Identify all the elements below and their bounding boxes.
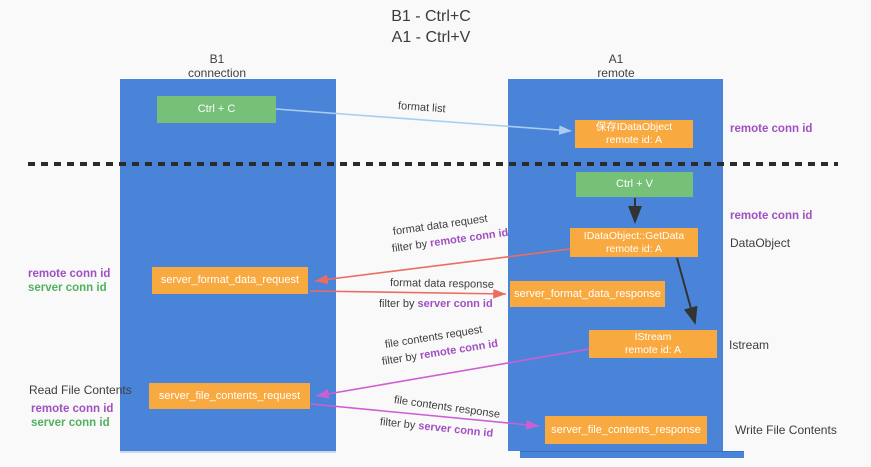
lane-a1-name: A1 [608, 52, 624, 66]
lane-b1-name: B1 [209, 52, 225, 66]
box-server-file-contents-request: server_file_contents_request [149, 383, 310, 409]
label-server-conn-id-left-1: server conn id [28, 282, 107, 294]
lane-header-a1-remote: A1 remote [536, 52, 696, 80]
box-istream: IStream remote id: A [589, 330, 717, 358]
lane-header-b1-connection: B1 connection [137, 52, 297, 80]
box-server-file-contents-request-label: server_file_contents_request [158, 389, 301, 402]
box-save-idataobject: 保存IDataObject remote id: A [575, 120, 693, 148]
label-remote-conn-id-right-mid: remote conn id [730, 210, 813, 222]
label-write-file-contents: Write File Contents [735, 423, 837, 437]
box-idataobject-getdata-line1: IDataObject::GetData [583, 229, 685, 242]
label-file-contents-response: file contents response [393, 394, 501, 421]
label-remote-conn-id-right-top: remote conn id [730, 123, 813, 135]
label-file-contents-response-filter-id: server conn id [417, 420, 494, 440]
label-file-contents-request-filter-prefix: filter by [381, 350, 421, 368]
lane-a1-type: remote [597, 66, 635, 80]
box-save-idataobject-line1: 保存IDataObject [595, 121, 673, 133]
lane-b1-type: connection [187, 66, 247, 80]
label-file-contents-response-filter-prefix: filter by [379, 416, 419, 432]
diagram-title: B1 - Ctrl+C A1 - Ctrl+V [331, 6, 531, 48]
label-format-data-response-filter-id: server conn id [417, 298, 493, 310]
box-server-format-data-response: server_format_data_response [510, 281, 665, 307]
box-idataobject-getdata-line2: remote id: A [605, 242, 663, 255]
label-server-conn-id-left-2: server conn id [31, 417, 110, 429]
label-istream: Istream [729, 338, 770, 352]
box-server-format-data-request-label: server_format_data_request [160, 274, 300, 286]
label-remote-conn-id-left-1: remote conn id [28, 268, 111, 280]
box-ctrl-v: Ctrl + V [576, 172, 693, 197]
diagram-title-line1: B1 - Ctrl+C [391, 8, 471, 25]
box-server-file-contents-response-label: server_file_contents_response [551, 423, 701, 436]
label-dataobject: DataObject [730, 236, 791, 250]
box-ctrl-v-label: Ctrl + V [616, 178, 653, 190]
label-format-data-response-filter-prefix: filter by [379, 298, 418, 310]
label-file-contents-response-filter: filter by server conn id [379, 416, 493, 440]
box-istream-line1: IStream [634, 331, 672, 343]
box-server-file-contents-response: server_file_contents_response [545, 416, 707, 444]
box-server-format-data-response-label: server_format_data_response [514, 287, 661, 300]
label-format-data-response-filter: filter by server conn id [379, 298, 493, 310]
box-server-format-data-request: server_format_data_request [152, 267, 308, 294]
format-data-response-arrow [309, 289, 507, 299]
label-format-list: format list [397, 100, 446, 116]
label-format-data-response: format data response [389, 277, 495, 291]
box-ctrl-c: Ctrl + C [157, 96, 276, 123]
label-read-file-contents: Read File Contents [29, 383, 132, 397]
box-save-idataobject-line2: remote id: A [605, 134, 663, 146]
box-ctrl-c-label: Ctrl + C [197, 103, 236, 115]
box-idataobject-getdata: IDataObject::GetData remote id: A [570, 228, 698, 257]
lane-a1-bottom-strip [520, 451, 744, 458]
label-remote-conn-id-left-2: remote conn id [31, 403, 114, 415]
diagram-title-line2: A1 - Ctrl+V [391, 29, 471, 46]
label-format-data-request-filter-prefix: filter by [391, 237, 431, 255]
box-istream-line2: remote id: A [624, 344, 682, 356]
